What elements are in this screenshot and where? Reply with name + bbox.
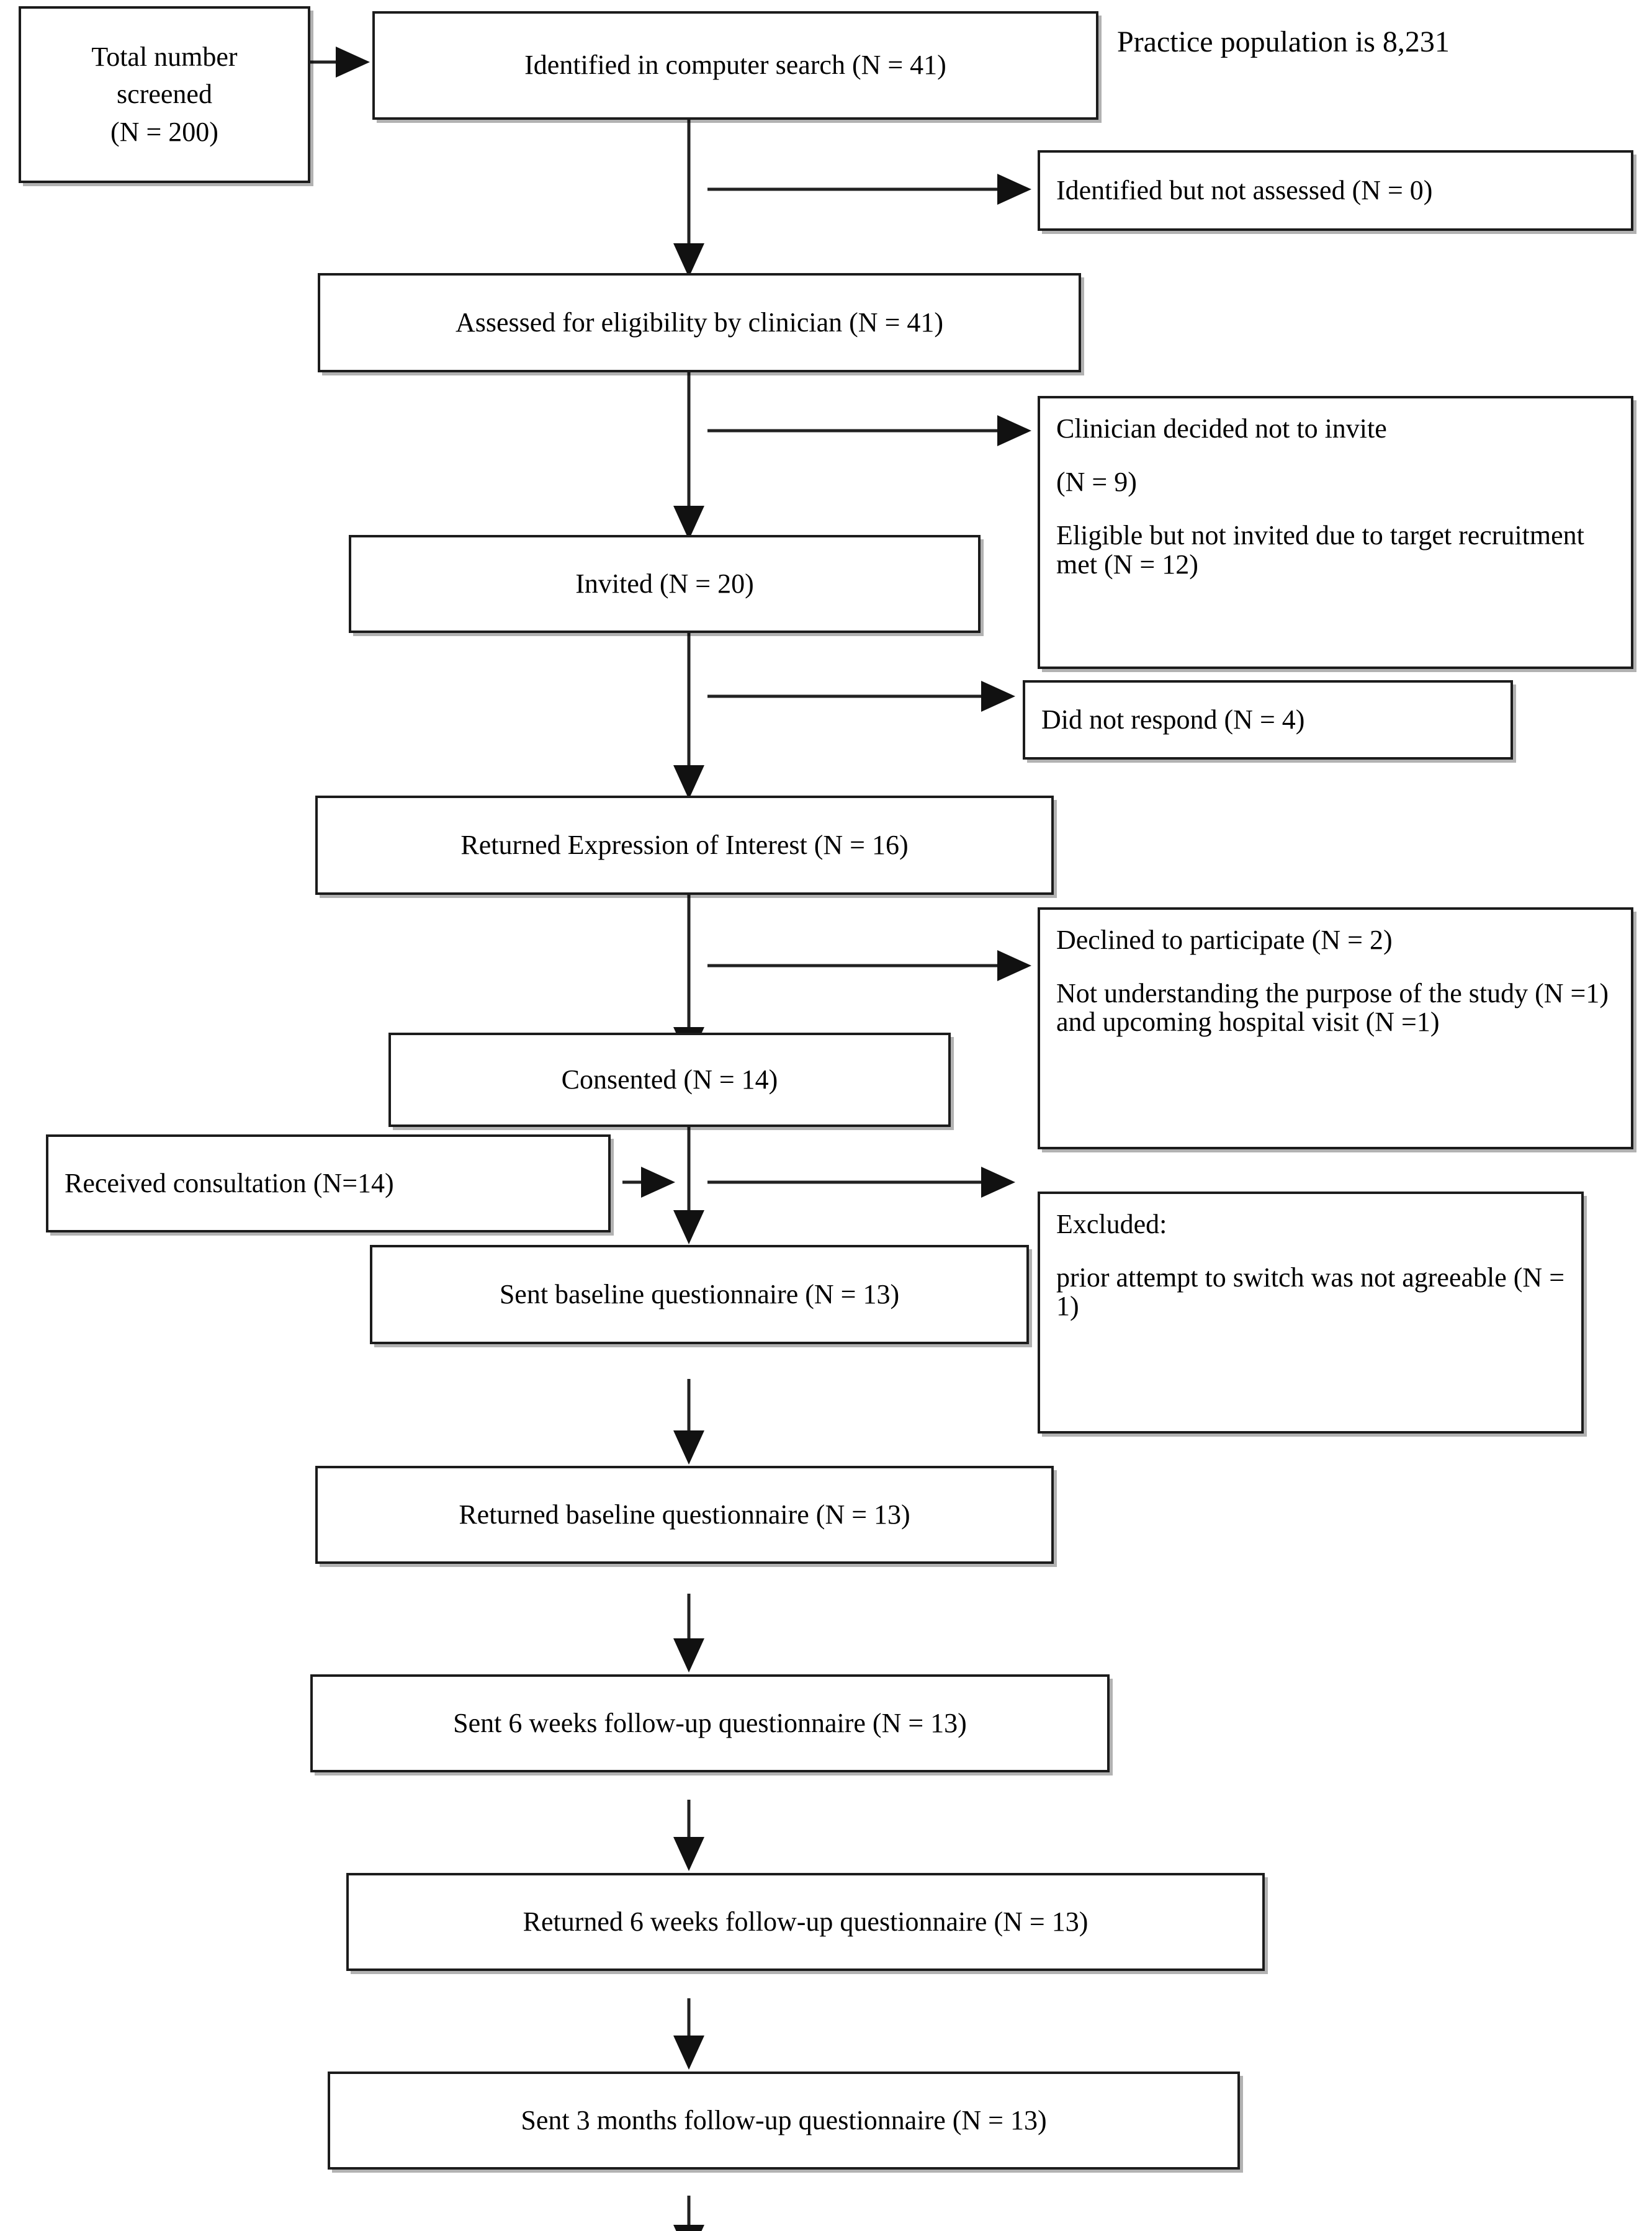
sent-6-weeks-label: Sent 6 weeks follow-up questionnaire (N … <box>453 1707 967 1738</box>
clinician-not-invite-line-3: Eligible but not invited due to target r… <box>1056 520 1584 580</box>
clinician-not-invite-line-1: Clinician decided not to invite <box>1056 413 1387 444</box>
node-consented: Consented (N = 14) <box>388 1033 951 1127</box>
total-screened-line-1: Total number <box>91 42 238 73</box>
declined-line-2: Not understanding the purpose of the stu… <box>1056 978 1609 1038</box>
node-excluded: Excluded: prior attempt to switch was no… <box>1038 1192 1584 1434</box>
returned-eoi-label: Returned Expression of Interest (N = 16) <box>460 829 909 860</box>
declined-line-1: Declined to participate (N = 2) <box>1056 925 1393 955</box>
practice-population-note: Practice population is 8,231 <box>1117 25 1450 58</box>
node-returned-6-weeks: Returned 6 weeks follow-up questionnaire… <box>346 1873 1265 1971</box>
node-identified-in-search: Identified in computer search (N = 41) <box>372 11 1098 120</box>
node-returned-baseline: Returned baseline questionnaire (N = 13) <box>315 1466 1054 1564</box>
sent-3-months-label: Sent 3 months follow-up questionnaire (N… <box>521 2104 1047 2135</box>
identified-not-assessed-label: Identified but not assessed (N = 0) <box>1056 174 1433 205</box>
node-sent-6-weeks: Sent 6 weeks follow-up questionnaire (N … <box>310 1674 1110 1772</box>
excluded-line-1: Excluded: <box>1056 1209 1167 1239</box>
node-sent-baseline: Sent baseline questionnaire (N = 13) <box>370 1245 1029 1344</box>
excluded-line-2: prior attempt to switch was not agreeabl… <box>1056 1262 1565 1322</box>
consented-label: Consented (N = 14) <box>561 1064 778 1095</box>
invited-label: Invited (N = 20) <box>575 568 754 599</box>
node-clinician-not-invite: Clinician decided not to invite (N = 9) … <box>1038 396 1633 669</box>
did-not-respond-label: Did not respond (N = 4) <box>1041 704 1305 735</box>
identified-in-search-label: Identified in computer search (N = 41) <box>524 50 946 81</box>
node-did-not-respond: Did not respond (N = 4) <box>1023 680 1513 760</box>
node-assessed-eligibility: Assessed for eligibility by clinician (N… <box>318 273 1081 372</box>
node-returned-eoi: Returned Expression of Interest (N = 16) <box>315 796 1054 895</box>
received-consultation-label: Received consultation (N=14) <box>65 1167 394 1198</box>
node-received-consultation: Received consultation (N=14) <box>46 1134 611 1232</box>
node-identified-not-assessed: Identified but not assessed (N = 0) <box>1038 150 1633 231</box>
returned-baseline-label: Returned baseline questionnaire (N = 13) <box>459 1499 910 1530</box>
returned-6-weeks-label: Returned 6 weeks follow-up questionnaire… <box>523 1906 1089 1937</box>
node-invited: Invited (N = 20) <box>349 535 981 633</box>
node-declined: Declined to participate (N = 2) Not unde… <box>1038 907 1633 1149</box>
node-sent-3-months: Sent 3 months follow-up questionnaire (N… <box>328 2072 1240 2170</box>
node-total-screened: Total number screened (N = 200) <box>19 6 310 183</box>
assessed-eligibility-label: Assessed for eligibility by clinician (N… <box>455 307 944 338</box>
total-screened-line-2: screened <box>117 79 212 110</box>
total-screened-line-3: (N = 200) <box>110 116 218 147</box>
clinician-not-invite-line-2: (N = 9) <box>1056 467 1137 498</box>
sent-baseline-label: Sent baseline questionnaire (N = 13) <box>499 1278 900 1309</box>
